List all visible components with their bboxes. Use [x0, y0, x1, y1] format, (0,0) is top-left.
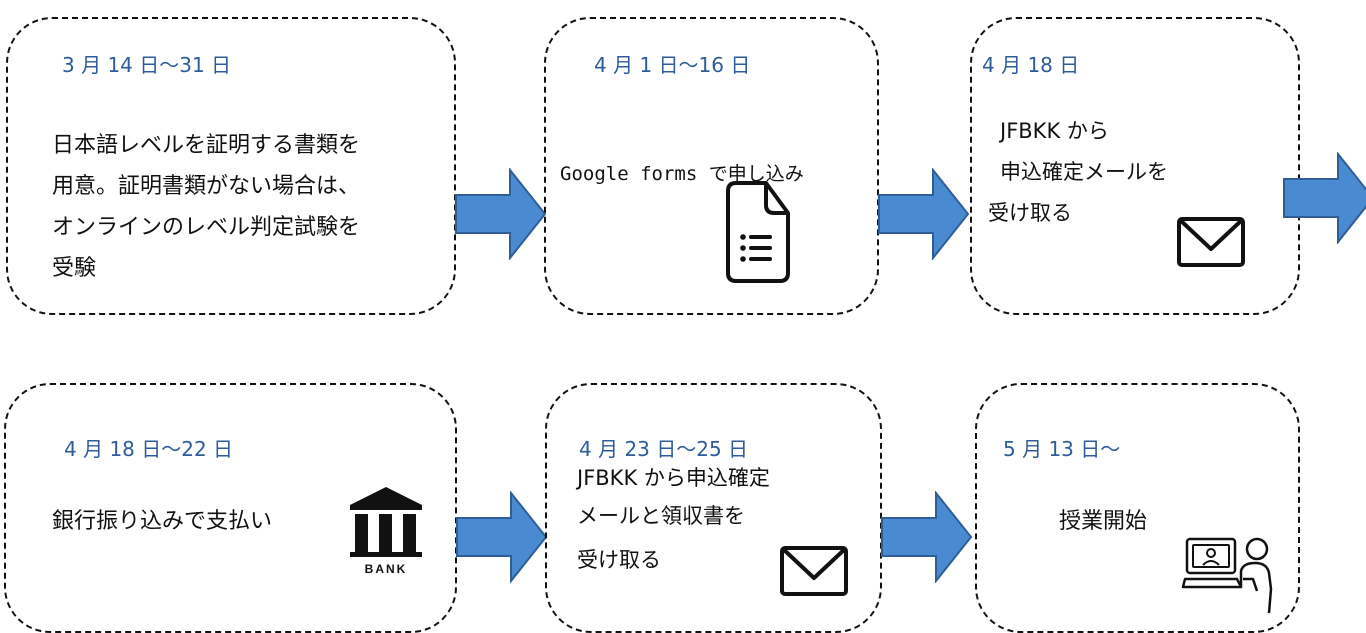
mail-envelope-icon [1177, 217, 1245, 267]
step-1-line: 日本語レベルを証明する書類を [52, 133, 361, 158]
step-4-line: 銀行振り込みで支払い [52, 509, 273, 534]
step-1-line: 受験 [52, 256, 97, 281]
step-1-line: 用意。証明書類がない場合は、 [52, 174, 361, 199]
step-3-line: 申込確定メールを [1000, 160, 1168, 184]
step-6-date: 5 月 13 日〜 [1003, 437, 1121, 461]
step-1-text: 日本語レベルを証明する書類を 用意。証明書類がない場合は、 オンラインのレベル判… [52, 125, 360, 289]
step-4-box: 4 月 18 日〜22 日 銀行振り込みで支払い BANK [4, 383, 457, 633]
arrow-2-icon [878, 168, 970, 260]
arrow-3-icon [1283, 152, 1366, 244]
step-3-text: JFBKK から 申込確定メールを 受け取る [988, 111, 1168, 234]
arrow-4-icon [456, 491, 548, 583]
step-2-box: 4 月 1 日〜16 日 Google forms で申し込み [544, 17, 879, 315]
step-2-line: Google forms で申し込み [560, 163, 804, 185]
step-5-text: JFBKK から申込確定 メールと領収書を 受け取る [577, 459, 770, 579]
step-3-date: 4 月 18 日 [982, 53, 1080, 77]
step-3-line: JFBKK から [1000, 119, 1109, 143]
bank-icon: BANK [350, 487, 422, 576]
bank-icon-label: BANK [365, 562, 408, 576]
step-6-line: 授業開始 [1059, 509, 1148, 534]
arrow-1-icon [455, 168, 547, 260]
step-6-text: 授業開始 [1059, 501, 1147, 542]
step-2-date: 4 月 1 日〜16 日 [594, 53, 751, 77]
step-5-date: 4 月 23 日〜25 日 [579, 437, 749, 461]
step-2-text: Google forms で申し込み [560, 154, 804, 195]
step-4-text: 銀行振り込みで支払い [52, 501, 272, 542]
form-document-icon [726, 181, 790, 283]
arrow-5-icon [881, 491, 973, 583]
step-1-date: 3 月 14 日〜31 日 [62, 53, 232, 77]
step-4-date: 4 月 18 日〜22 日 [64, 437, 234, 461]
step-1-box: 3 月 14 日〜31 日 日本語レベルを証明する書類を 用意。証明書類がない場… [6, 17, 456, 315]
step-5-line: JFBKK から申込確定 [577, 466, 770, 490]
step-5-box: 4 月 23 日〜25 日 JFBKK から申込確定 メールと領収書を 受け取る [545, 383, 882, 633]
step-3-box: 4 月 18 日 JFBKK から 申込確定メールを 受け取る [970, 17, 1300, 315]
mail-envelope-icon [780, 546, 848, 596]
step-5-line: メールと領収書を [577, 504, 745, 528]
step-3-line: 受け取る [988, 201, 1072, 225]
step-5-line: 受け取る [577, 548, 661, 572]
online-class-icon [1181, 537, 1273, 614]
step-6-box: 5 月 13 日〜 授業開始 [975, 383, 1300, 633]
step-1-line: オンラインのレベル判定試験を [52, 215, 361, 240]
